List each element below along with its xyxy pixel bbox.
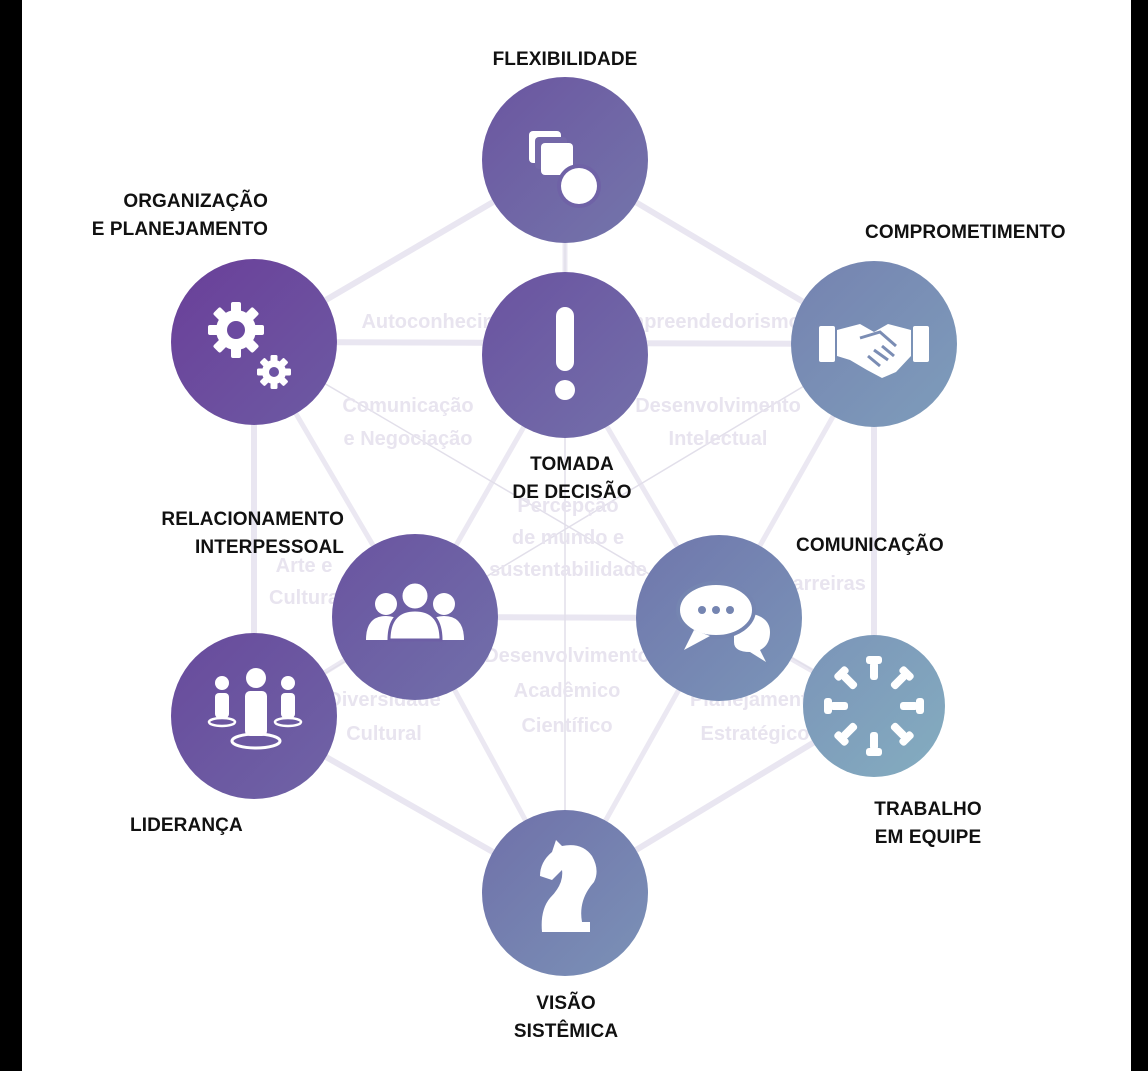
bg-word-desenvolvimento-academico: Desenvolvimento: [484, 645, 650, 667]
node-comunicacao[interactable]: [636, 535, 802, 701]
bg-word-de-mundo: de mundo e: [512, 527, 624, 549]
bg-word-carreiras: Carreiras: [778, 573, 866, 595]
bg-word-arte-e: Arte e: [276, 555, 333, 577]
bg-word-intelectual: Intelectual: [669, 428, 768, 450]
label-tomada-de-decisao: TOMADA DE DECISÃO: [512, 454, 632, 503]
diagram-canvas: Autoconhecimento Empreendedorismo Comuni…: [22, 0, 1131, 1071]
bg-word-percepcao: Percepção: [517, 495, 618, 517]
node-trabalho-em-equipe[interactable]: [803, 635, 945, 777]
node-comprometimento[interactable]: [791, 261, 957, 427]
label-visao-sistemica: VISÃO SISTÊMICA: [513, 993, 619, 1042]
overlapping-shapes-icon: [529, 131, 601, 208]
bg-word-comunicacao: Comunicação: [342, 395, 473, 417]
bg-word-cultura: Cultura: [269, 587, 340, 609]
exclamation-icon: [555, 307, 575, 400]
bg-word-academico: Acadêmico: [514, 680, 621, 702]
label-lideranca: LIDERANÇA: [130, 815, 243, 836]
background-words: Autoconhecimento Empreendedorismo Comuni…: [269, 311, 866, 745]
label-comprometimento: COMPROMETIMENTO: [865, 222, 1066, 243]
hands-circle-icon: [824, 656, 924, 756]
bg-word-e-negociacao: e Negociação: [344, 428, 473, 450]
bg-word-desenvolvimento-intelectual-1: Desenvolvimento: [635, 395, 801, 417]
label-flexibilidade: FLEXIBILIDADE: [492, 49, 638, 70]
bg-word-estrategico: Estratégico: [701, 723, 810, 745]
bg-word-empreendedorismo: Empreendedorismo: [613, 311, 801, 333]
handshake-icon: [819, 324, 929, 378]
node-tomada-de-decisao[interactable]: [482, 272, 648, 438]
bg-word-cientifico: Científico: [521, 715, 612, 737]
node-lideranca[interactable]: [171, 633, 337, 799]
label-organizacao-e-planejamento: ORGANIZAÇÃO E PLANEJAMENTO: [91, 191, 268, 240]
bg-word-sustentabilidade: sustentabilidade: [489, 559, 647, 581]
node-flexibilidade[interactable]: [482, 77, 648, 243]
bg-word-cultural: Cultural: [346, 723, 422, 745]
node-relacionamento-interpessoal[interactable]: [332, 534, 498, 700]
leader-icon: [207, 668, 303, 750]
label-relacionamento-interpessoal: RELACIONAMENTO INTERPESSOAL: [161, 509, 344, 558]
competency-diagram: Autoconhecimento Empreendedorismo Comuni…: [171, 77, 957, 976]
node-organizacao[interactable]: [171, 259, 337, 425]
chess-knight-icon: [540, 840, 597, 932]
group-icon: [366, 580, 464, 642]
label-trabalho-em-equipe: TRABALHO EM EQUIPE: [874, 799, 982, 848]
node-visao-sistemica[interactable]: [482, 810, 648, 976]
chat-bubbles-icon: [676, 581, 770, 662]
label-comunicacao: COMUNICAÇÃO: [796, 535, 944, 556]
gears-icon: [208, 302, 291, 389]
